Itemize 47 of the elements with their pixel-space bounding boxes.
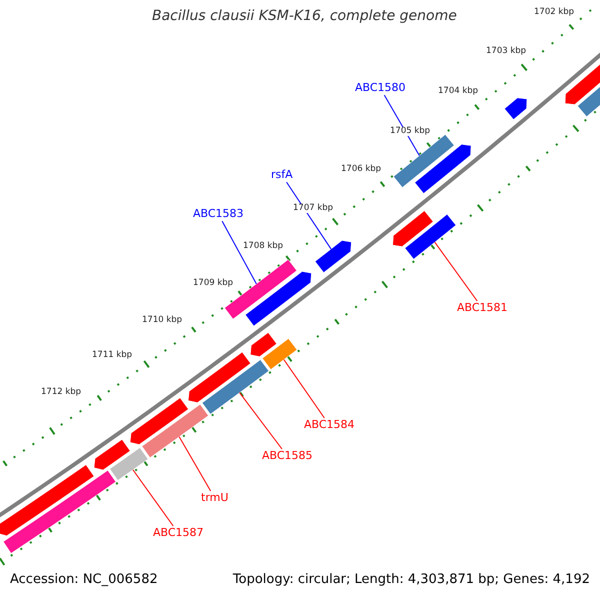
gene-feature: [245, 271, 312, 326]
tick-label: 1702 kbp: [533, 8, 576, 18]
gene-block: [262, 338, 298, 370]
gene-block: [110, 447, 148, 481]
tick-label: 1705 kbp: [389, 127, 432, 136]
leader-line: [222, 220, 257, 284]
gene-label: ABC1587: [153, 527, 204, 540]
leader-line: [283, 359, 325, 418]
tick-label: 1712 kbp: [40, 388, 82, 398]
leader-line: [132, 469, 174, 526]
gene-block: [404, 214, 456, 260]
tick-label: 1709 kbp: [192, 279, 234, 288]
accession-note: Accession: NC_006582: [10, 573, 158, 588]
tick-label: 1708 kbp: [242, 242, 284, 252]
tick-label: 1707 kbp: [292, 204, 334, 214]
tick-label: 1710 kbp: [141, 316, 184, 326]
tick-label: 1703 kbp: [485, 47, 528, 56]
leader-line: [384, 94, 420, 156]
gene-feature: [392, 210, 434, 247]
map-title: Bacillus clausii KSM-K16, complete genome: [152, 9, 457, 24]
gene-label: rsfA: [271, 169, 293, 182]
gene-block: [142, 404, 209, 458]
tick-label: 1711 kbp: [91, 351, 134, 360]
gene-label: ABC1583: [193, 208, 244, 220]
gene-feature: [414, 144, 472, 194]
gene-feature: [94, 439, 130, 470]
tick-label: 1704 kbp: [437, 87, 480, 96]
gene-label: trmU: [201, 492, 228, 504]
gene-label: ABC1580: [355, 82, 406, 94]
gene-block: [393, 134, 454, 188]
gene-label: ABC1584: [304, 419, 355, 432]
genome-info-note: Topology: circular; Length: 4,303,871 bp; Genes: 4,192: [232, 573, 590, 588]
gene-feature: [130, 398, 189, 445]
gene-label: ABC1585: [262, 450, 313, 462]
leader-line: [178, 436, 212, 492]
gene-block: [3, 470, 116, 554]
gene-feature: [504, 98, 528, 120]
leader-line: [434, 242, 478, 302]
leader-line: [239, 392, 282, 450]
gene-block: [202, 360, 270, 414]
gene-label: ABC1581: [457, 302, 508, 314]
gene-feature: [0, 464, 94, 536]
gene-feature: [188, 352, 251, 403]
gene-feature: [314, 240, 352, 273]
tick-label: 1706 kbp: [340, 165, 382, 174]
leader-line: [286, 182, 332, 250]
gene-feature: [250, 332, 277, 357]
